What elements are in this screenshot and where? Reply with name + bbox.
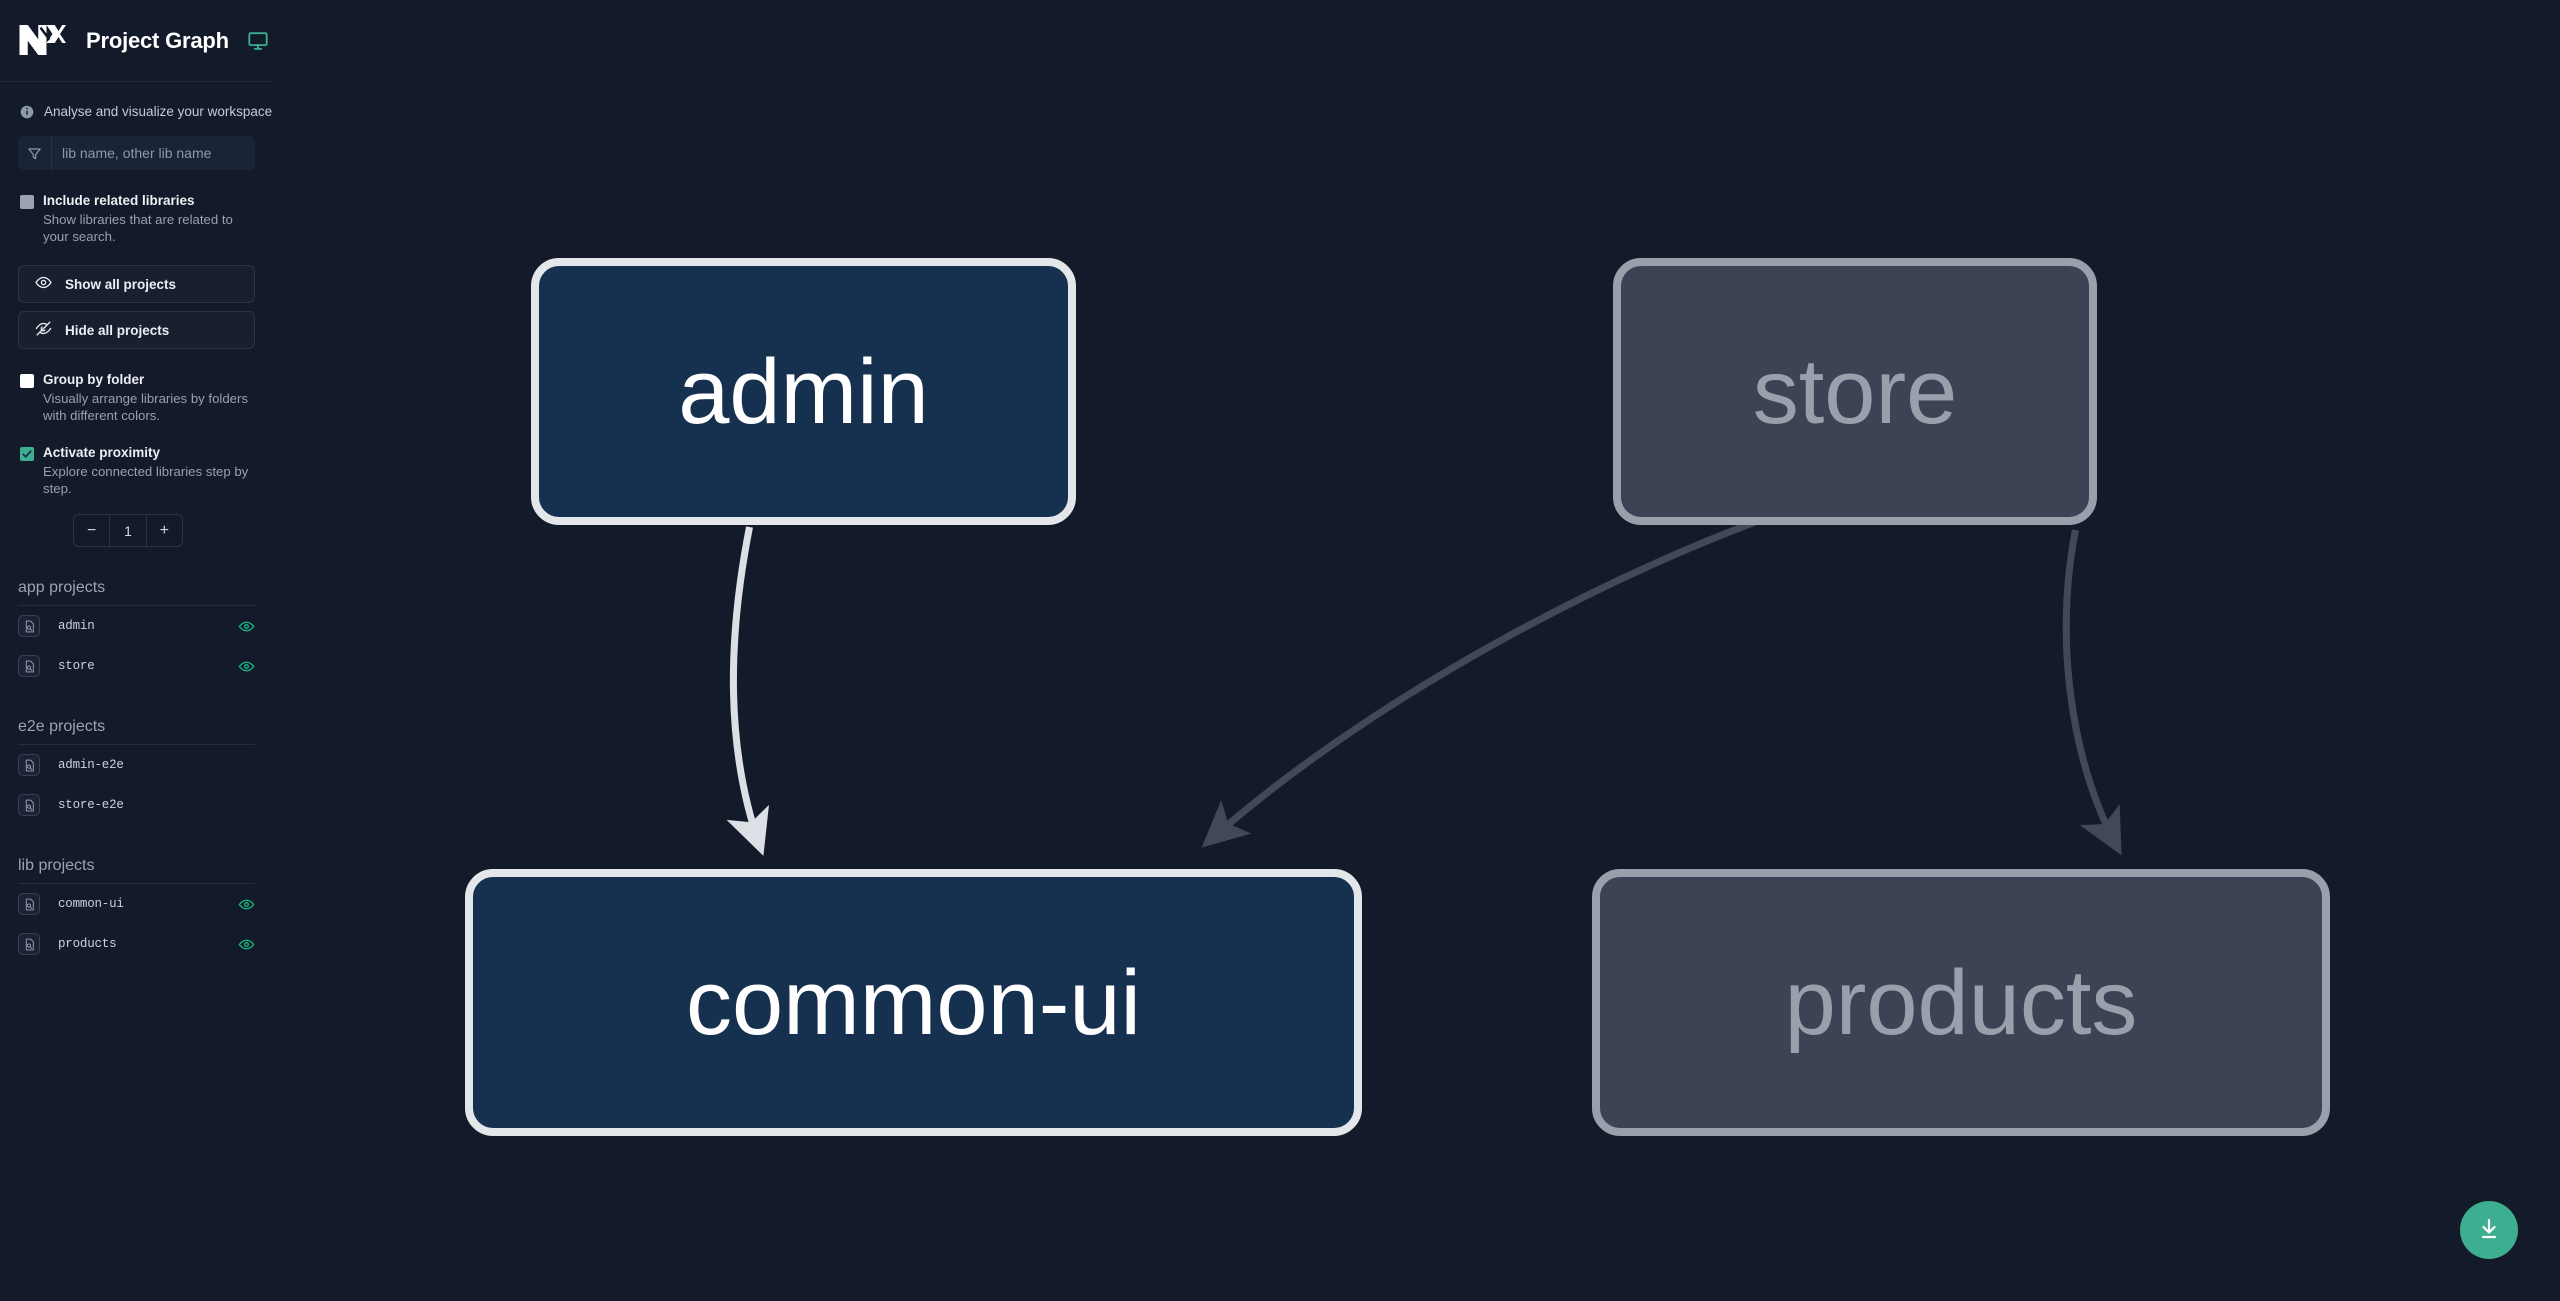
show-all-wrap: Show all projects (0, 245, 273, 303)
checkbox-group-by-folder[interactable] (20, 374, 34, 388)
eye-icon (35, 274, 52, 294)
info-icon (20, 105, 34, 119)
visibility-eye-icon[interactable] (238, 936, 255, 953)
nx-logo-icon (18, 22, 66, 60)
visibility-eye-icon[interactable] (238, 618, 255, 635)
project-file-icon (18, 794, 40, 816)
project-name: admin (58, 619, 95, 633)
project-file-icon (18, 754, 40, 776)
project-row-common-ui[interactable]: common-ui (18, 884, 255, 924)
tagline-text: Analyse and visualize your workspace. (44, 104, 273, 119)
graph-node-label: common-ui (685, 951, 1141, 1054)
project-name: store-e2e (58, 798, 124, 812)
page-title: Project Graph (86, 27, 229, 53)
option-description: Explore connected libraries step by step… (43, 464, 249, 496)
project-name: admin-e2e (58, 758, 124, 772)
project-file-icon (18, 933, 40, 955)
graph-node-store[interactable]: store (1613, 258, 2097, 525)
group-title: lib projects (18, 825, 255, 884)
project-row-admin-e2e[interactable]: admin-e2e (18, 745, 255, 785)
graph-node-label: products (1784, 951, 2138, 1054)
proximity-increment-button[interactable]: + (146, 515, 182, 546)
edge-store-to-common-ui (1201, 474, 1891, 848)
group-lib-projects: lib projects common-ui (0, 825, 273, 964)
group-app-projects: app projects admin (0, 547, 273, 686)
project-name: store (58, 659, 95, 673)
option-label: Include related libraries (43, 193, 195, 208)
edge-store-to-products (2062, 529, 2122, 856)
project-name: common-ui (58, 897, 124, 911)
filter-icon-cell (18, 136, 52, 170)
proximity-stepper: − 1 + (73, 514, 183, 547)
sidebar-header: Project Graph (0, 0, 273, 82)
search-input[interactable] (52, 136, 255, 170)
option-label: Activate proximity (43, 445, 161, 460)
project-row-store-e2e[interactable]: store-e2e (18, 785, 255, 825)
search-box[interactable] (18, 136, 255, 170)
funnel-icon (27, 146, 42, 161)
group-title: e2e projects (18, 686, 255, 745)
search-container (0, 119, 273, 170)
option-description: Visually arrange libraries by folders wi… (43, 391, 248, 423)
project-file-icon (18, 655, 40, 677)
sidebar: Project Graph Analyse and visualize your… (0, 0, 273, 1301)
project-name: products (58, 937, 117, 951)
edge-admin-to-common-ui (726, 526, 770, 856)
show-all-projects-button[interactable]: Show all projects (18, 265, 255, 303)
group-e2e-projects: e2e projects admin-e2e store-e2e (0, 686, 273, 825)
eye-off-icon (35, 320, 52, 340)
download-graph-button[interactable] (2460, 1201, 2518, 1259)
visibility-eye-icon[interactable] (238, 896, 255, 913)
graph-node-label: admin (678, 340, 929, 443)
project-row-products[interactable]: products (18, 924, 255, 964)
graph-node-label: store (1752, 340, 1958, 443)
visibility-eye-icon[interactable] (238, 658, 255, 675)
project-row-store[interactable]: store (18, 646, 255, 686)
group-title: app projects (18, 547, 255, 606)
proximity-decrement-button[interactable]: − (74, 515, 111, 546)
option-activate-proximity[interactable]: Activate proximity Explore connected lib… (0, 424, 273, 497)
project-file-icon (18, 893, 40, 915)
hide-all-wrap: Hide all projects (0, 303, 273, 349)
option-group-by-folder[interactable]: Group by folder Visually arrange librari… (0, 349, 273, 424)
graph-node-admin[interactable]: admin (531, 258, 1076, 525)
option-text-include-related: Include related libraries Show libraries… (43, 192, 253, 245)
project-file-icon (18, 615, 40, 637)
tagline: Analyse and visualize your workspace. (0, 82, 273, 119)
download-icon (2477, 1217, 2501, 1244)
option-label: Group by folder (43, 372, 145, 387)
monitor-icon[interactable] (247, 30, 269, 52)
graph-node-products[interactable]: products (1592, 869, 2330, 1136)
hide-all-projects-label: Hide all projects (65, 322, 170, 338)
checkbox-activate-proximity[interactable] (20, 447, 34, 461)
show-all-projects-label: Show all projects (65, 276, 177, 292)
graph-canvas[interactable]: admin store common-ui products (273, 0, 2560, 1301)
option-include-related-libraries[interactable]: Include related libraries Show libraries… (0, 170, 273, 245)
graph-node-common-ui[interactable]: common-ui (465, 869, 1362, 1136)
checkbox-include-related-libraries[interactable] (20, 195, 34, 209)
project-row-admin[interactable]: admin (18, 606, 255, 646)
option-description: Show libraries that are related to your … (43, 212, 233, 244)
option-text-activate-proximity: Activate proximity Explore connected lib… (43, 444, 253, 497)
hide-all-projects-button[interactable]: Hide all projects (18, 311, 255, 349)
proximity-value: 1 (110, 515, 147, 546)
option-text-group-by-folder: Group by folder Visually arrange librari… (43, 371, 253, 424)
